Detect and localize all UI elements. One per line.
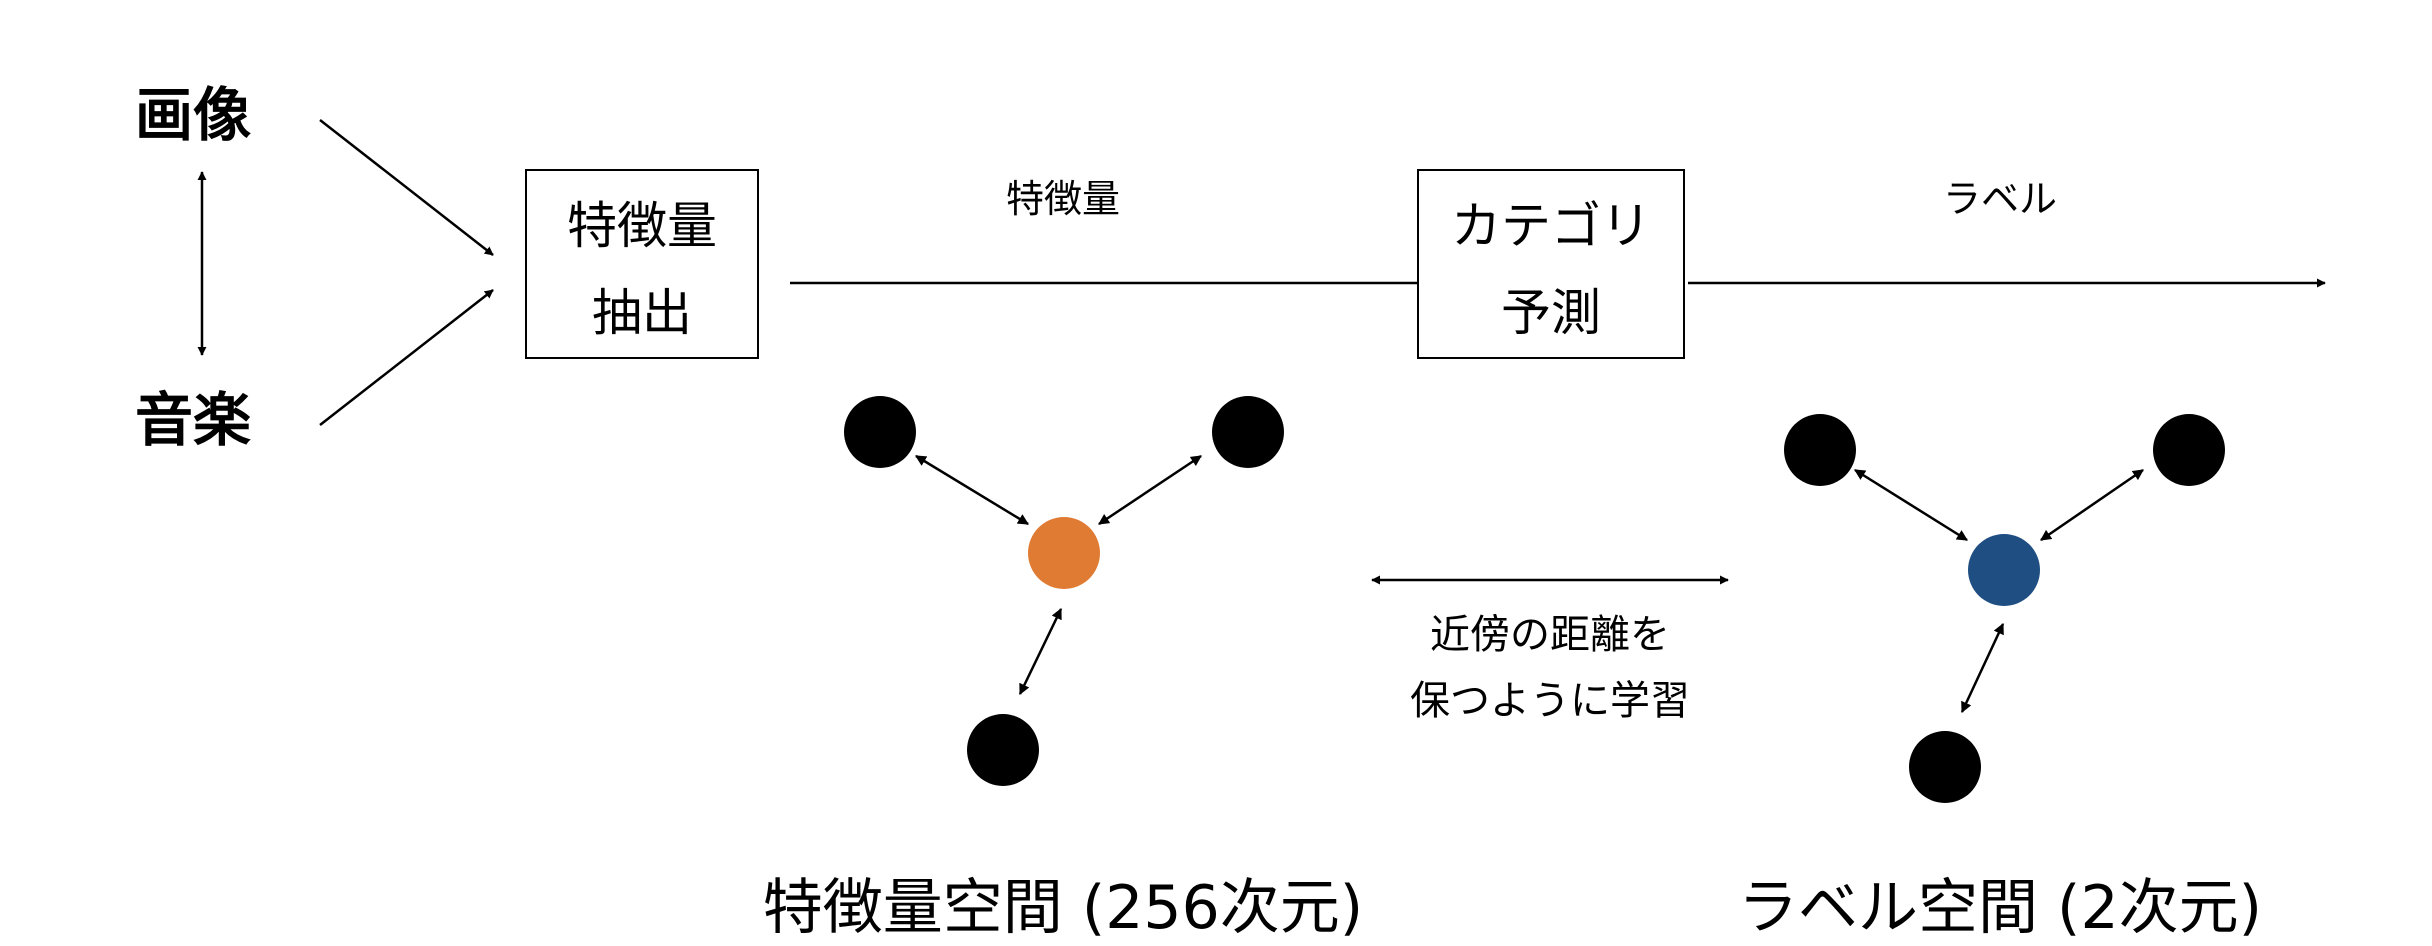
category-prediction-box	[1417, 169, 1685, 359]
label-neighbor-node-top-right	[2153, 414, 2225, 486]
input-label-music: 音楽	[135, 386, 251, 454]
feature-extraction-line2: 抽出	[592, 284, 692, 342]
input-label-image: 画像	[135, 81, 251, 149]
feature-neighbor-link-top-left	[915, 454, 1029, 526]
training-note-line1: 近傍の距離を	[1430, 612, 1670, 658]
feature-space-cluster	[844, 396, 1284, 786]
label-space-caption: ラベル空間 (2次元)	[1738, 873, 2262, 943]
feature-extraction-line1: 特徴量	[567, 197, 717, 255]
feature-neighbor-node-bottom	[967, 714, 1039, 786]
label-center-node	[1968, 534, 2040, 606]
label-space-cluster	[1784, 414, 2225, 803]
label-neighbor-link-bottom	[1960, 623, 2005, 713]
label-neighbor-node-top-left	[1784, 414, 1856, 486]
feature-neighbor-link-top-right	[1098, 454, 1202, 526]
category-prediction-line2: 予測	[1501, 284, 1601, 342]
feature-extraction-box	[525, 169, 759, 359]
label-flow-label: ラベル	[1943, 177, 2057, 221]
image-to-extractor-arrow	[319, 119, 494, 256]
feature-neighbor-node-top-left	[844, 396, 916, 468]
category-prediction-line1: カテゴリ	[1451, 197, 1651, 255]
features-flow-label: 特徴量	[1006, 177, 1120, 221]
feature-center-node	[1028, 517, 1100, 589]
label-neighbor-link-top-left	[1854, 468, 1968, 542]
feature-neighbor-link-bottom	[1018, 608, 1063, 695]
feature-neighbor-node-top-right	[1212, 396, 1284, 468]
music-to-extractor-arrow	[319, 289, 494, 426]
feature-space-caption: 特徴量空間 (256次元)	[763, 873, 1363, 943]
label-neighbor-link-top-right	[2040, 468, 2144, 542]
training-note-line2: 保つように学習	[1410, 678, 1690, 724]
label-neighbor-node-bottom	[1909, 731, 1981, 803]
